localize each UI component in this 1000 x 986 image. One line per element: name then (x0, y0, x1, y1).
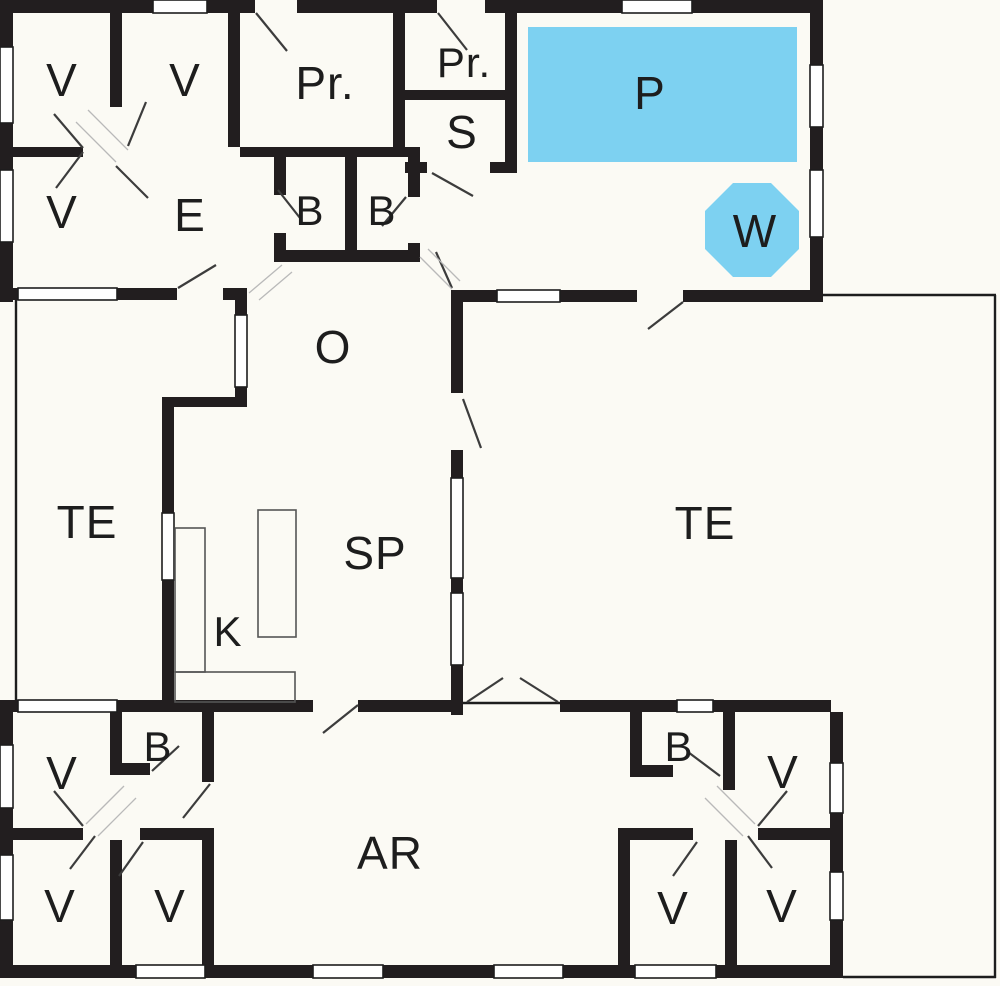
room-label-kitchen: K (213, 608, 243, 655)
room-label-bath-b4: B (664, 723, 694, 770)
room-label-bedroom-v6: V (154, 880, 186, 932)
terrace-outline (14, 293, 997, 979)
room-label-terrace-right: TE (674, 497, 736, 549)
swimming-pool-shape (528, 27, 797, 162)
room-label-bedroom-v7: V (767, 746, 799, 798)
room-label-bedroom-v9: V (766, 880, 798, 932)
room-label-pr-large: Pr. (295, 57, 355, 109)
walls-layer (0, 0, 843, 978)
whirlpool-shape (705, 183, 799, 277)
doors-layer (53, 12, 788, 877)
room-label-terrace-left: TE (56, 496, 118, 548)
room-label-entry: E (174, 189, 206, 241)
room-label-sauna: S (446, 106, 478, 158)
room-label-bedroom-v8: V (657, 882, 689, 934)
windows-layer (0, 0, 844, 979)
room-label-living: SP (343, 527, 407, 579)
kitchen-counter-bottom (174, 671, 296, 703)
room-label-bath-b1: B (295, 187, 325, 234)
kitchen-island (257, 509, 297, 638)
room-label-bath-b3: B (143, 723, 173, 770)
room-label-bedroom-v2: V (169, 54, 201, 106)
room-label-activity: AR (357, 827, 423, 879)
room-label-bedroom-v5: V (44, 880, 76, 932)
room-label-pool: P (634, 67, 666, 119)
room-label-bedroom-v3: V (46, 186, 78, 238)
furniture-layer (174, 509, 297, 703)
room-label-bedroom-v1: V (46, 54, 78, 106)
room-label-pr-small: Pr. (436, 39, 492, 86)
room-label-bath-b2: B (367, 187, 397, 234)
room-label-hall: O (314, 321, 352, 373)
room-label-bedroom-v4: V (46, 747, 78, 799)
room-label-whirlpool: W (732, 205, 778, 257)
